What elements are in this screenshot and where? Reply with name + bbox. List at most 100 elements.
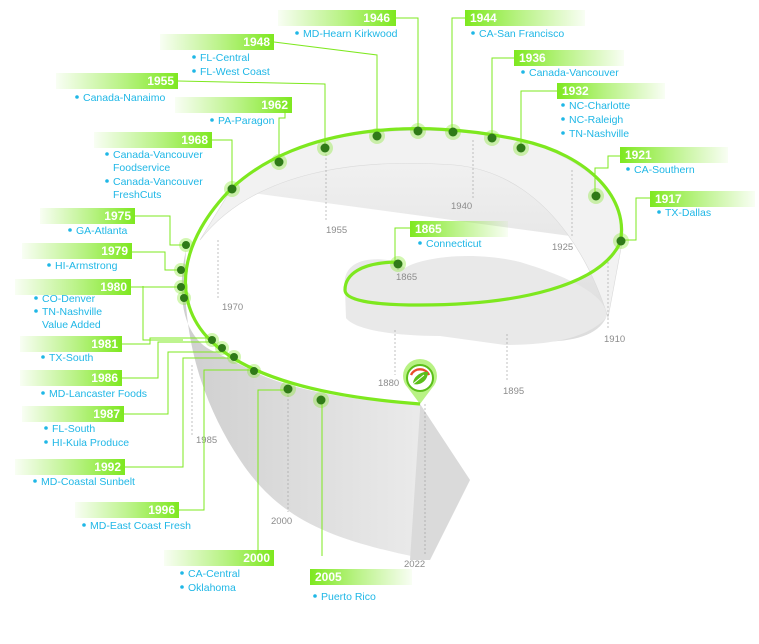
milestone-dot[interactable] — [484, 130, 500, 146]
year-bar — [650, 191, 755, 207]
milestone-location: CO-Denver — [42, 293, 96, 305]
year-bar — [94, 132, 212, 148]
year-bar — [175, 97, 292, 113]
year-bar — [514, 50, 624, 66]
decade-label: 1865 — [396, 272, 417, 283]
milestone-dot[interactable] — [179, 238, 193, 252]
milestone-1865[interactable]: 1865 Connecticut — [410, 221, 508, 250]
milestone-location: Oklahoma — [188, 582, 236, 594]
milestone-1981[interactable]: 1981 TX-South — [20, 336, 122, 364]
milestone-1987[interactable]: 1987 FL-South HI-Kula Produce — [22, 406, 129, 449]
milestone-dot[interactable] — [227, 350, 241, 364]
milestone-year: 1936 — [519, 51, 546, 65]
milestone-dot[interactable] — [410, 123, 426, 139]
milestone-location: Value Added — [42, 319, 101, 331]
milestone-location: Connecticut — [426, 238, 482, 250]
decade-label: 2000 — [271, 516, 292, 527]
leader-lines — [122, 17, 650, 559]
milestone-1955[interactable]: 1955 Canada-Nanaimo — [56, 73, 178, 104]
timeline-dots — [174, 123, 629, 408]
milestone-location: HI-Armstrong — [55, 260, 118, 272]
milestone-year: 1955 — [147, 74, 174, 88]
decade-label: 1925 — [552, 242, 573, 253]
milestone-dot[interactable] — [313, 392, 329, 408]
milestone-dot[interactable] — [390, 256, 406, 272]
milestone-location: FL-South — [52, 423, 95, 435]
milestone-location: MD-Hearn Kirkwood — [303, 28, 398, 40]
milestone-dot[interactable] — [271, 154, 287, 170]
milestone-dot[interactable] — [224, 181, 240, 197]
milestone-1932[interactable]: 1932 NC-Charlotte NC-Raleigh TN-Nashvill… — [557, 83, 665, 140]
decade-label: 1985 — [196, 435, 217, 446]
year-bar — [465, 10, 585, 26]
milestone-location: GA-Atlanta — [76, 225, 128, 237]
milestone-1986[interactable]: 1986 MD-Lancaster Foods — [20, 370, 147, 400]
milestone-location: FL-West Coast — [200, 66, 270, 78]
milestone-year: 1917 — [655, 192, 682, 206]
milestone-dot[interactable] — [613, 233, 629, 249]
milestone-dot[interactable] — [445, 124, 461, 140]
milestone-year: 2005 — [315, 570, 342, 584]
milestone-1962[interactable]: 1962 PA-Paragon — [175, 97, 292, 127]
milestone-dot[interactable] — [280, 381, 296, 397]
decade-label: 1880 — [378, 378, 399, 389]
milestone-location: Foodservice — [113, 162, 170, 174]
milestone-location: NC-Raleigh — [569, 114, 623, 126]
milestone-1921[interactable]: 1921 CA-Southern — [620, 147, 728, 176]
milestone-dot[interactable] — [205, 333, 219, 347]
milestone-location: MD-Lancaster Foods — [49, 388, 147, 400]
decade-label: 2022 — [404, 559, 425, 570]
year-bar — [20, 370, 122, 386]
milestone-year: 1975 — [104, 209, 131, 223]
milestone-dot[interactable] — [513, 140, 529, 156]
year-bar — [40, 208, 135, 224]
milestone-dot[interactable] — [588, 188, 604, 204]
milestone-location: Canada-Nanaimo — [83, 92, 165, 104]
milestone-1979[interactable]: 1979 HI-Armstrong — [22, 243, 132, 272]
milestone-location: Canada-Vancouver — [529, 67, 619, 79]
milestone-location: CA-Southern — [634, 164, 695, 176]
milestone-year: 1987 — [93, 407, 120, 421]
milestone-dot[interactable] — [369, 128, 385, 144]
milestone-location: MD-Coastal Sunbelt — [41, 476, 135, 488]
milestone-year: 2000 — [243, 551, 270, 565]
milestone-1968[interactable]: 1968 Canada-Vancouver Foodservice Canada… — [94, 132, 212, 201]
milestone-1948[interactable]: 1948 FL-Central FL-West Coast — [160, 34, 274, 78]
milestone-1992[interactable]: 1992 MD-Coastal Sunbelt — [15, 459, 135, 488]
milestone-dot[interactable] — [174, 280, 188, 294]
milestone-1975[interactable]: 1975 GA-Atlanta — [40, 208, 135, 237]
milestone-labels: 1946 MD-Hearn Kirkwood 1944 CA-San Franc… — [15, 10, 755, 603]
milestone-location: Canada-Vancouver — [113, 149, 203, 161]
leaf-pin-icon — [403, 358, 437, 404]
milestone-location: PA-Paragon — [218, 115, 275, 127]
milestone-dot[interactable] — [177, 291, 191, 305]
year-bar — [22, 406, 124, 422]
milestone-2005[interactable]: 2005 Puerto Rico — [310, 569, 412, 603]
year-bar — [557, 83, 665, 99]
milestone-location: MD-East Coast Fresh — [90, 520, 191, 532]
milestone-1917[interactable]: 1917 TX-Dallas — [650, 191, 755, 219]
milestone-1980[interactable]: 1980 CO-Denver TN-Nashville Value Added — [15, 279, 131, 331]
milestone-dot[interactable] — [317, 140, 333, 156]
milestone-year: 1948 — [243, 35, 270, 49]
milestone-location: TX-South — [49, 352, 94, 364]
milestone-location: HI-Kula Produce — [52, 437, 129, 449]
milestone-location: FL-Central — [200, 52, 250, 64]
milestone-dot[interactable] — [247, 364, 261, 378]
milestone-1946[interactable]: 1946 MD-Hearn Kirkwood — [278, 10, 398, 40]
year-bar — [278, 10, 396, 26]
milestone-year: 1968 — [181, 133, 208, 147]
milestone-2000[interactable]: 2000 CA-Central Oklahoma — [164, 550, 274, 594]
milestone-year: 1944 — [470, 11, 497, 25]
milestone-1944[interactable]: 1944 CA-San Francisco — [465, 10, 585, 40]
milestone-location: TN-Nashville — [569, 128, 629, 140]
ribbon-inner-wall — [344, 255, 607, 345]
year-bar — [410, 221, 508, 237]
milestone-1936[interactable]: 1936 Canada-Vancouver — [514, 50, 624, 79]
decade-label: 1940 — [451, 201, 472, 212]
milestone-year: 1981 — [91, 337, 118, 351]
milestone-1996[interactable]: 1996 MD-East Coast Fresh — [75, 502, 191, 532]
milestone-dot[interactable] — [174, 263, 188, 277]
milestone-dot[interactable] — [215, 341, 229, 355]
year-bar — [620, 147, 728, 163]
